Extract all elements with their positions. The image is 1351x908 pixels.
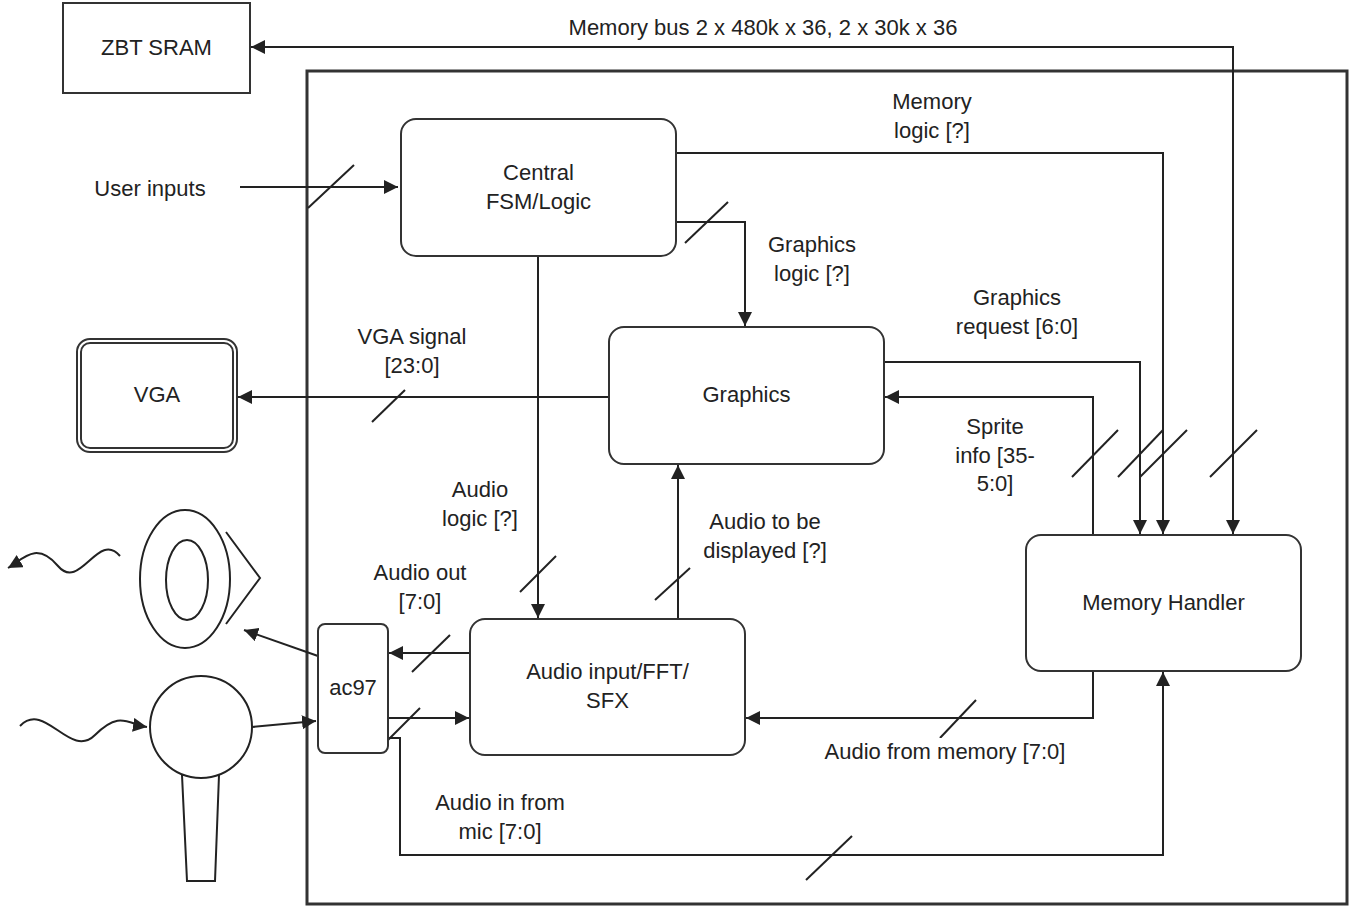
input-label: User inputs [92, 175, 207, 204]
box-label: ZBT SRAM [101, 34, 212, 63]
signal-connector [389, 717, 469, 719]
box-label: ac97 [329, 674, 377, 703]
signal-connector [537, 257, 539, 618]
box-label: VGA [134, 381, 180, 410]
signal-label: Sprite info [35-5:0] [948, 413, 1043, 499]
memory-chip: ZBT SRAM [62, 2, 251, 94]
input-arrow [240, 186, 398, 188]
signal-label: Audio out [7:0] [365, 559, 475, 616]
process-box: Graphics [608, 326, 885, 465]
display-box: VGA [76, 338, 238, 453]
microphone-symbol [150, 676, 252, 881]
speaker-symbol [140, 510, 260, 648]
box-label: Memory Handler [1082, 589, 1245, 618]
codec-box: ac97 [317, 623, 389, 754]
signal-connector [389, 652, 469, 654]
signal-label: Graphics request [6:0] [942, 284, 1092, 341]
process-box: Audio input/FFT/ SFX [469, 618, 746, 756]
signal-label: Audio from memory [7:0] [823, 738, 1068, 767]
signal-label: Audio in from mic [7:0] [425, 789, 575, 846]
signal-label: Audio to be displayed [?] [683, 508, 848, 565]
signal-connector [238, 396, 608, 398]
logic-box: Central FSM/Logic [400, 118, 677, 257]
signal-connector [885, 397, 1093, 534]
fpga-outline [307, 71, 1347, 904]
signal-label: VGA signal [23:0] [347, 323, 477, 380]
process-box: Memory Handler [1025, 534, 1302, 672]
signal-label: Memory logic [?] [877, 88, 987, 145]
box-label: Central FSM/Logic [474, 159, 604, 216]
signal-label: Memory bus 2 x 480k x 36, 2 x 30k x 36 [567, 14, 960, 43]
signal-connector [885, 362, 1140, 534]
signal-connector [677, 465, 679, 618]
sound-wave [8, 549, 120, 572]
signal-connector [251, 47, 1233, 534]
speaker-arrow [244, 630, 318, 656]
mic-arrow [252, 721, 316, 727]
signal-connector [746, 672, 1093, 718]
signal-label: Graphics logic [?] [753, 231, 871, 288]
box-label: Graphics [702, 381, 790, 410]
bus-width-mark [308, 165, 1257, 880]
signal-label: Audio logic [?] [433, 476, 528, 533]
sound-wave [20, 719, 147, 741]
box-label: Audio input/FFT/ SFX [513, 658, 703, 715]
signal-connector [677, 222, 745, 326]
